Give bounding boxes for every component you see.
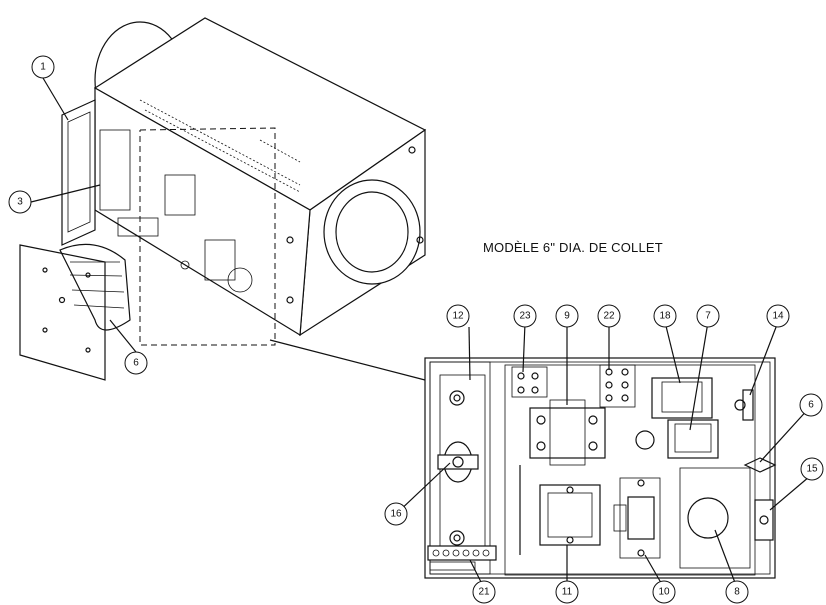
leader-lines: [30, 77, 817, 589]
svg-text:22: 22: [603, 311, 615, 322]
callout-23: 23: [513, 304, 537, 328]
callout-21: 21: [472, 580, 496, 604]
callout-16: 16: [384, 502, 408, 526]
front-cover: [61, 99, 96, 246]
svg-text:14: 14: [772, 311, 784, 322]
svg-text:7: 7: [705, 311, 711, 322]
svg-text:11: 11: [562, 587, 573, 598]
svg-text:6: 6: [808, 400, 814, 411]
callout-15: 15: [800, 457, 824, 481]
callout-1: 1: [31, 55, 55, 79]
callout-8: 8: [725, 580, 749, 604]
callout-12: 12: [446, 304, 470, 328]
callout-14: 14: [766, 304, 790, 328]
svg-text:12: 12: [452, 311, 464, 322]
callout-11: 11: [555, 580, 579, 604]
svg-text:23: 23: [519, 311, 531, 322]
unit-housing: [93, 17, 427, 337]
svg-text:3: 3: [17, 197, 23, 208]
detail-leader: [269, 339, 426, 381]
svg-text:18: 18: [659, 311, 671, 322]
svg-text:15: 15: [806, 464, 818, 475]
svg-text:1: 1: [40, 62, 46, 73]
svg-text:6: 6: [133, 358, 139, 369]
callout-6-clip: 6: [799, 393, 823, 417]
svg-text:16: 16: [390, 509, 402, 520]
svg-text:8: 8: [734, 587, 740, 598]
callout-7: 7: [696, 304, 720, 328]
vent-slots: [139, 99, 301, 193]
model-caption: MODÈLE 6" DIA. DE COLLET: [483, 240, 663, 255]
svg-text:9: 9: [564, 311, 570, 322]
callout-10: 10: [652, 580, 676, 604]
blower-assembly: [19, 243, 131, 381]
svg-text:10: 10: [658, 587, 670, 598]
detail-panel: [424, 357, 777, 579]
svg-text:21: 21: [478, 587, 490, 598]
callout-3: 3: [8, 190, 32, 214]
detail-box: [139, 127, 276, 346]
callout-22: 22: [597, 304, 621, 328]
callout-18: 18: [653, 304, 677, 328]
callout-9: 9: [555, 304, 579, 328]
callout-6-blower: 6: [124, 351, 148, 375]
